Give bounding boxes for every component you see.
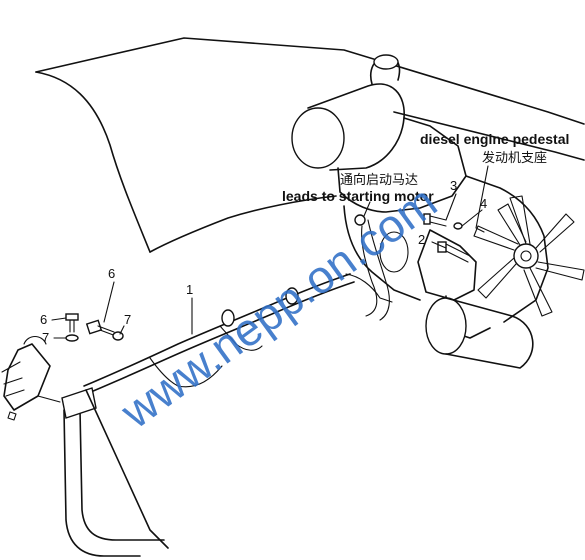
leader-2 (431, 241, 447, 249)
callout-6-lower: 6 (40, 312, 47, 327)
washer-part-4 (453, 222, 463, 230)
label-diesel-engine-pedestal-cn: 发动机支座 (482, 150, 547, 166)
label-diesel-engine-pedestal: diesel engine pedestal (420, 131, 569, 147)
callout-1: 1 (186, 282, 193, 297)
leader-6-upper (103, 281, 115, 323)
leader-7-upper (119, 325, 125, 335)
cab-panel-lower (149, 195, 337, 253)
cab-curve-left (35, 71, 151, 253)
washer-part-7-upper (112, 331, 124, 341)
muffler-end (291, 107, 345, 169)
callout-4: 4 (480, 196, 487, 211)
harness-branch-2 (219, 325, 263, 351)
bolt-part-6-lower (65, 313, 79, 333)
bolt-part-3 (423, 213, 447, 227)
engine-upper-body (337, 117, 467, 213)
leader-starting-motor (363, 201, 371, 217)
callout-7-upper: 7 (124, 312, 131, 327)
callout-2: 2 (418, 232, 425, 247)
starter-terminal (354, 214, 366, 226)
stand-pipe-left (63, 409, 141, 557)
fan-assembly (473, 195, 585, 317)
callout-3: 3 (450, 178, 457, 193)
stand-bracket (61, 387, 97, 419)
starter-lead-1 (361, 225, 378, 317)
harness-clamp-2 (285, 287, 299, 305)
harness-branch (149, 357, 223, 388)
engine-left-face (343, 205, 421, 301)
stand-pipe-right (79, 409, 165, 541)
harness-connector-right (345, 273, 393, 303)
harness-clamp-1 (221, 309, 235, 327)
relay-mechanism (1, 335, 61, 421)
engine-body-right (465, 175, 549, 323)
washer-part-7-lower (65, 334, 79, 342)
label-leads-to-starting-motor: leads to starting motor (282, 188, 434, 204)
leader-6-lower (51, 317, 67, 321)
callout-6-upper: 6 (108, 266, 115, 281)
pipe-cap (373, 54, 399, 70)
callout-7-lower: 7 (42, 330, 49, 345)
label-leads-to-starting-motor-cn: 通向启动马达 (340, 172, 418, 188)
frame-cylinder-body (445, 297, 534, 369)
engine-bracket-hole (379, 231, 409, 273)
screw-part-2 (437, 241, 471, 263)
bolt-part-6-upper (85, 319, 117, 337)
leader-3 (445, 193, 457, 221)
pedestal-bracket (417, 229, 477, 301)
watermark: www.nepp.on.com (111, 175, 446, 439)
frame-line-right (393, 111, 585, 161)
stand-diagonal (85, 389, 169, 549)
harness-main-b (85, 281, 355, 395)
leader-diesel-pedestal (475, 165, 489, 233)
cab-outline (35, 37, 585, 125)
frame-cylinder-end (425, 297, 467, 355)
starter-lead-2 (367, 219, 390, 321)
